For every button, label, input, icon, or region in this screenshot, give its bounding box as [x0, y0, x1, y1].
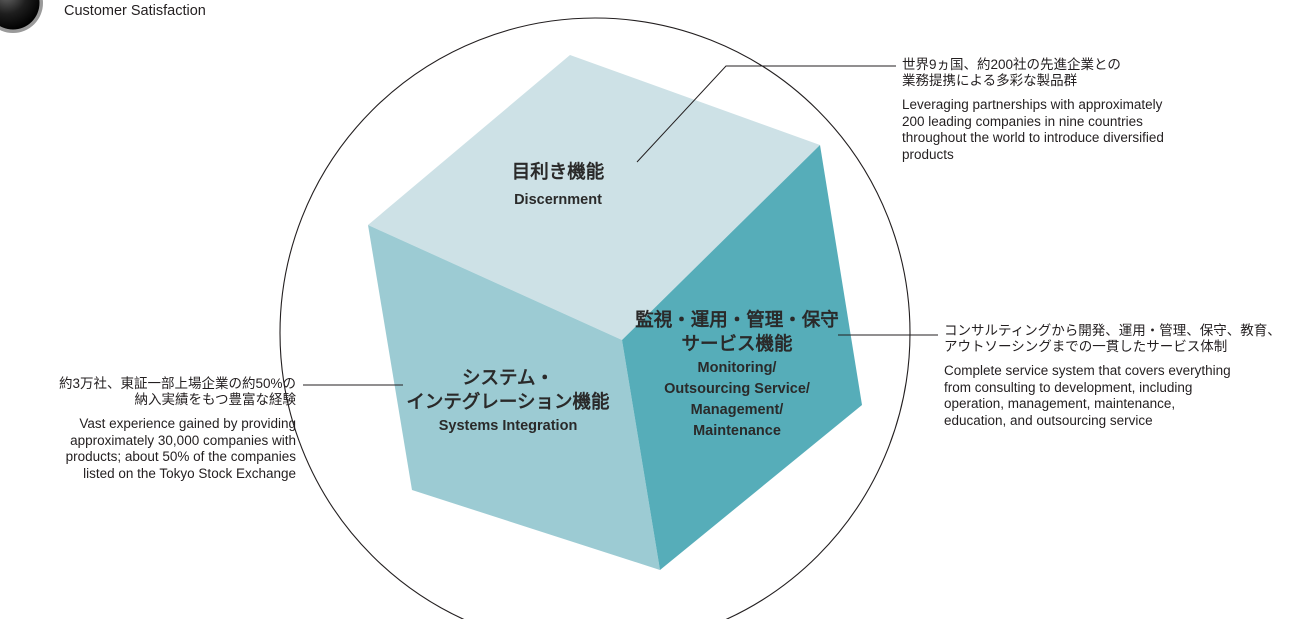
callout-systems-integration-jp: 約3万社、東証一部上場企業の約50%の 納入実績をもつ豊富な経験: [58, 376, 296, 407]
callout-line-top: [636, 65, 896, 163]
label-monitoring-service-en: Monitoring/ Outsourcing Service/ Managem…: [664, 360, 810, 439]
logo-sphere-icon: [0, 0, 43, 33]
callout-discernment-en: Leveraging partnerships with approximate…: [902, 97, 1164, 162]
callout-systems-integration: 約3万社、東証一部上場企業の約50%の 納入実績をもつ豊富な経験 Vast ex…: [0, 376, 296, 482]
label-systems-integration-en: Systems Integration: [438, 418, 578, 434]
label-monitoring-service-jp: 監視・運用・管理・保守 サービス機能: [635, 309, 839, 354]
label-systems-integration: システム・ インテグレーション機能 Systems Integration: [378, 366, 638, 436]
outer-circle: [279, 17, 911, 619]
callout-discernment-jp: 世界9ヵ国、約200社の先進企業との 業務提携による多彩な製品群: [902, 57, 1121, 88]
cube-left-face: [368, 225, 660, 570]
callout-service-en: Complete service system that covers ever…: [944, 363, 1231, 428]
callout-systems-integration-en: Vast experience gained by providing appr…: [65, 416, 296, 481]
cube-top-face: [368, 55, 820, 340]
label-discernment: 目利き機能 Discernment: [458, 160, 658, 210]
callout-service-jp: コンサルティングから開発、運用・管理、保守、教育、 アウトソーシングまでの一貫し…: [944, 323, 1281, 354]
label-systems-integration-jp: システム・ インテグレーション機能: [406, 367, 610, 412]
cube-right-face: [622, 145, 862, 570]
label-discernment-en: Discernment: [514, 192, 602, 208]
callout-discernment: 世界9ヵ国、約200社の先進企業との 業務提携による多彩な製品群 Leverag…: [902, 57, 1232, 163]
callout-service: コンサルティングから開発、運用・管理、保守、教育、 アウトソーシングまでの一貫し…: [944, 323, 1304, 429]
label-discernment-jp: 目利き機能: [511, 161, 605, 182]
label-monitoring-service: 監視・運用・管理・保守 サービス機能 Monitoring/ Outsourci…: [612, 308, 862, 442]
header-subtitle: Customer Satisfaction: [64, 3, 206, 19]
